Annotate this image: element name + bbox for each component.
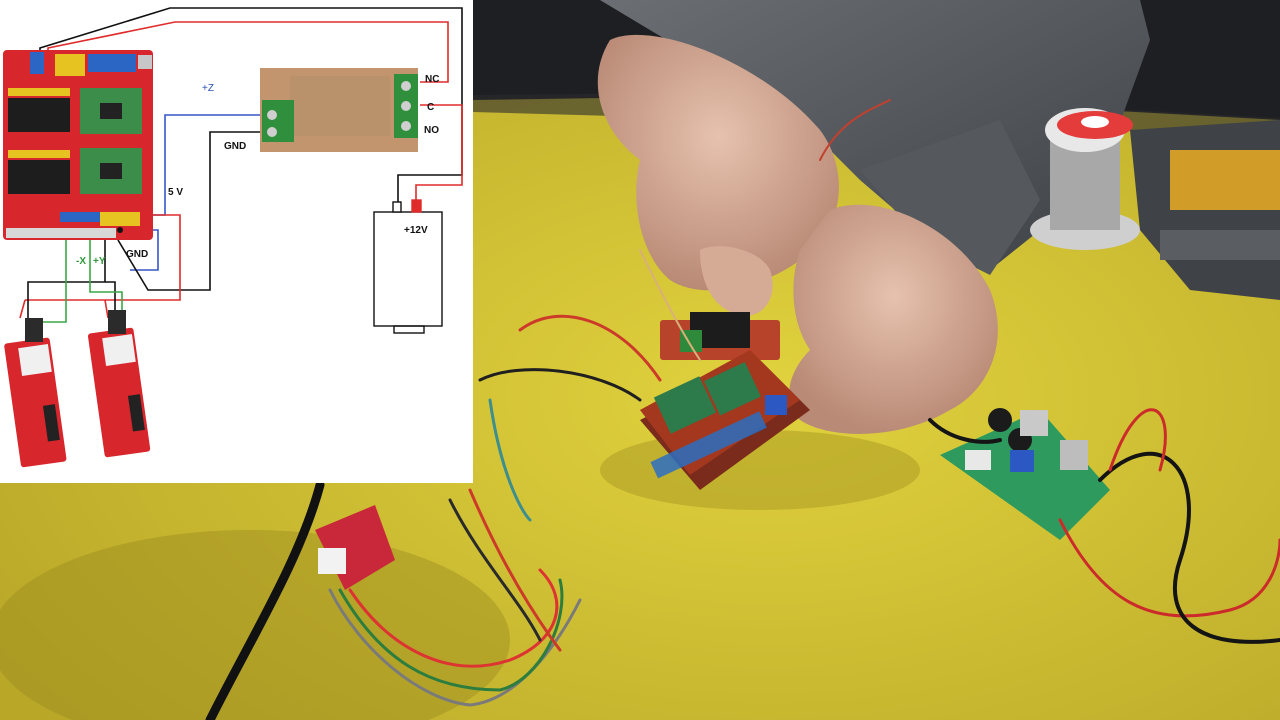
z-axis-label: +Z <box>202 83 214 94</box>
y-axis-label: +Y <box>93 256 106 267</box>
wiring-diagram <box>3 7 463 468</box>
relay-module <box>260 68 418 152</box>
relay-no-label: NO <box>424 125 439 136</box>
five-volt-label: 5 V <box>168 187 184 198</box>
cnc-shield-board <box>3 50 153 240</box>
endstop-switch-y <box>87 310 151 458</box>
relay-gnd-label: GND <box>224 141 247 152</box>
relay-c-label: C <box>427 102 435 113</box>
psu-12v <box>373 199 443 334</box>
board-gnd-label: GND <box>126 249 149 260</box>
x-axis-label: -X <box>76 256 86 267</box>
relay-nc-label: NC <box>425 74 440 85</box>
psu-voltage-label: +12V <box>404 225 428 236</box>
wiring-diagram-panel: NC C NO +Z GND 5 V GND -X +Y +12V <box>0 0 473 483</box>
endstop-switch-x <box>4 318 67 468</box>
